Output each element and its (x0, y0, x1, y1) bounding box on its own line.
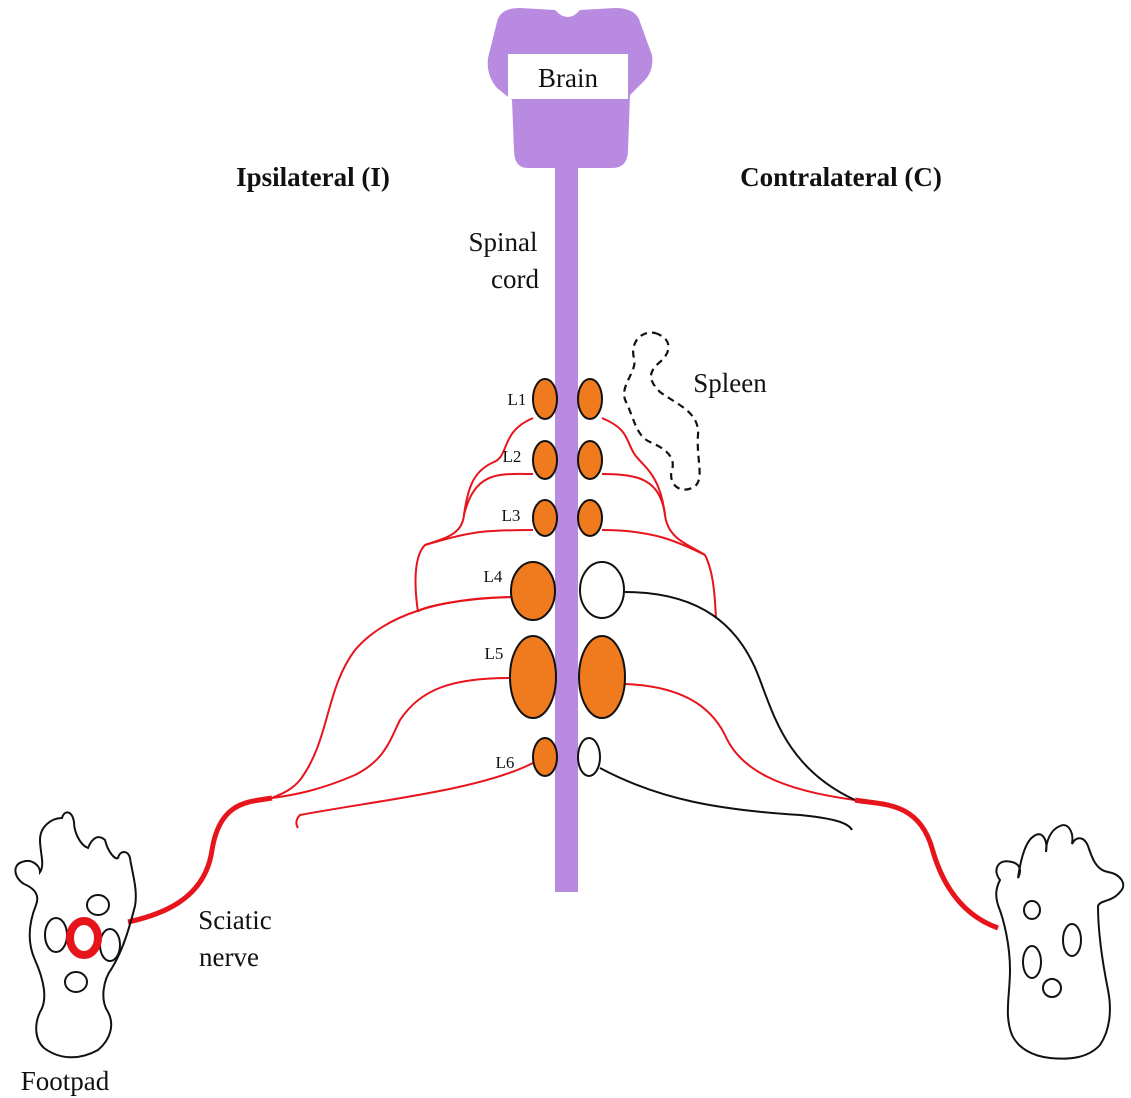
lymph-node-label-L4: L4 (484, 567, 503, 586)
brain-label: Brain (538, 63, 598, 93)
contralateral-lymph-nodes (578, 379, 625, 776)
contralateral-footpad (996, 825, 1123, 1059)
lymph-node-label-L3: L3 (502, 506, 521, 525)
lymph-node-L2-contralateral (578, 441, 602, 479)
lymph-node-L6-ipsilateral (533, 738, 557, 776)
right-paw-pad-4 (1043, 979, 1061, 997)
lymph-node-label-L5: L5 (485, 644, 504, 663)
lymph-node-L5-ipsilateral (510, 636, 556, 718)
spleen-label: Spleen (693, 368, 767, 398)
footpad-label: Footpad (21, 1066, 110, 1096)
lymph-node-label-L2: L2 (503, 447, 522, 466)
lymph-node-label-L1: L1 (508, 390, 527, 409)
ipsilateral-lymph-nodes (510, 379, 557, 776)
right-paw-pad-3 (1023, 946, 1041, 978)
contralateral-lymph-paths-red (602, 418, 855, 800)
lymph-node-L6-contralateral (578, 738, 600, 776)
lymph-node-L1-ipsilateral (533, 379, 557, 419)
sciatic-nerve-label-line1: Sciatic (198, 905, 271, 935)
spleen-outline (624, 333, 700, 490)
lymph-node-L5-contralateral (579, 636, 625, 718)
right-paw-outline (996, 825, 1123, 1059)
lymph-node-L2-ipsilateral (533, 441, 557, 479)
left-paw-pad-4 (65, 972, 87, 992)
footpad-injection-site (70, 921, 98, 955)
spinal-cord (555, 165, 578, 892)
contralateral-title: Contralateral (C) (740, 162, 942, 192)
ipsilateral-title: Ipsilateral (I) (236, 162, 390, 192)
lymph-node-L4-ipsilateral (511, 562, 555, 620)
lymph-node-L4-contralateral (580, 562, 624, 618)
ipsilateral-sciatic-nerve (128, 798, 272, 922)
ipsilateral-footpad (15, 812, 135, 1057)
ipsilateral-lymph-paths (272, 418, 533, 828)
spinal-cord-label-line1: Spinal (468, 227, 537, 257)
right-paw-pad-1 (1024, 901, 1040, 919)
sciatic-nerve-label-line2: nerve (199, 942, 259, 972)
left-paw-pad-3 (100, 929, 120, 961)
lymph-node-L3-ipsilateral (533, 500, 557, 536)
left-paw-pad-1 (87, 895, 109, 915)
lymph-node-L1-contralateral (578, 379, 602, 419)
lymph-node-L3-contralateral (578, 500, 602, 536)
spinal-cord-label-line2: cord (491, 264, 539, 294)
left-paw-pad-2 (45, 918, 67, 952)
right-paw-pad-2 (1063, 924, 1081, 956)
lymph-node-label-L6: L6 (496, 753, 515, 772)
contralateral-sciatic-nerve (855, 800, 998, 928)
